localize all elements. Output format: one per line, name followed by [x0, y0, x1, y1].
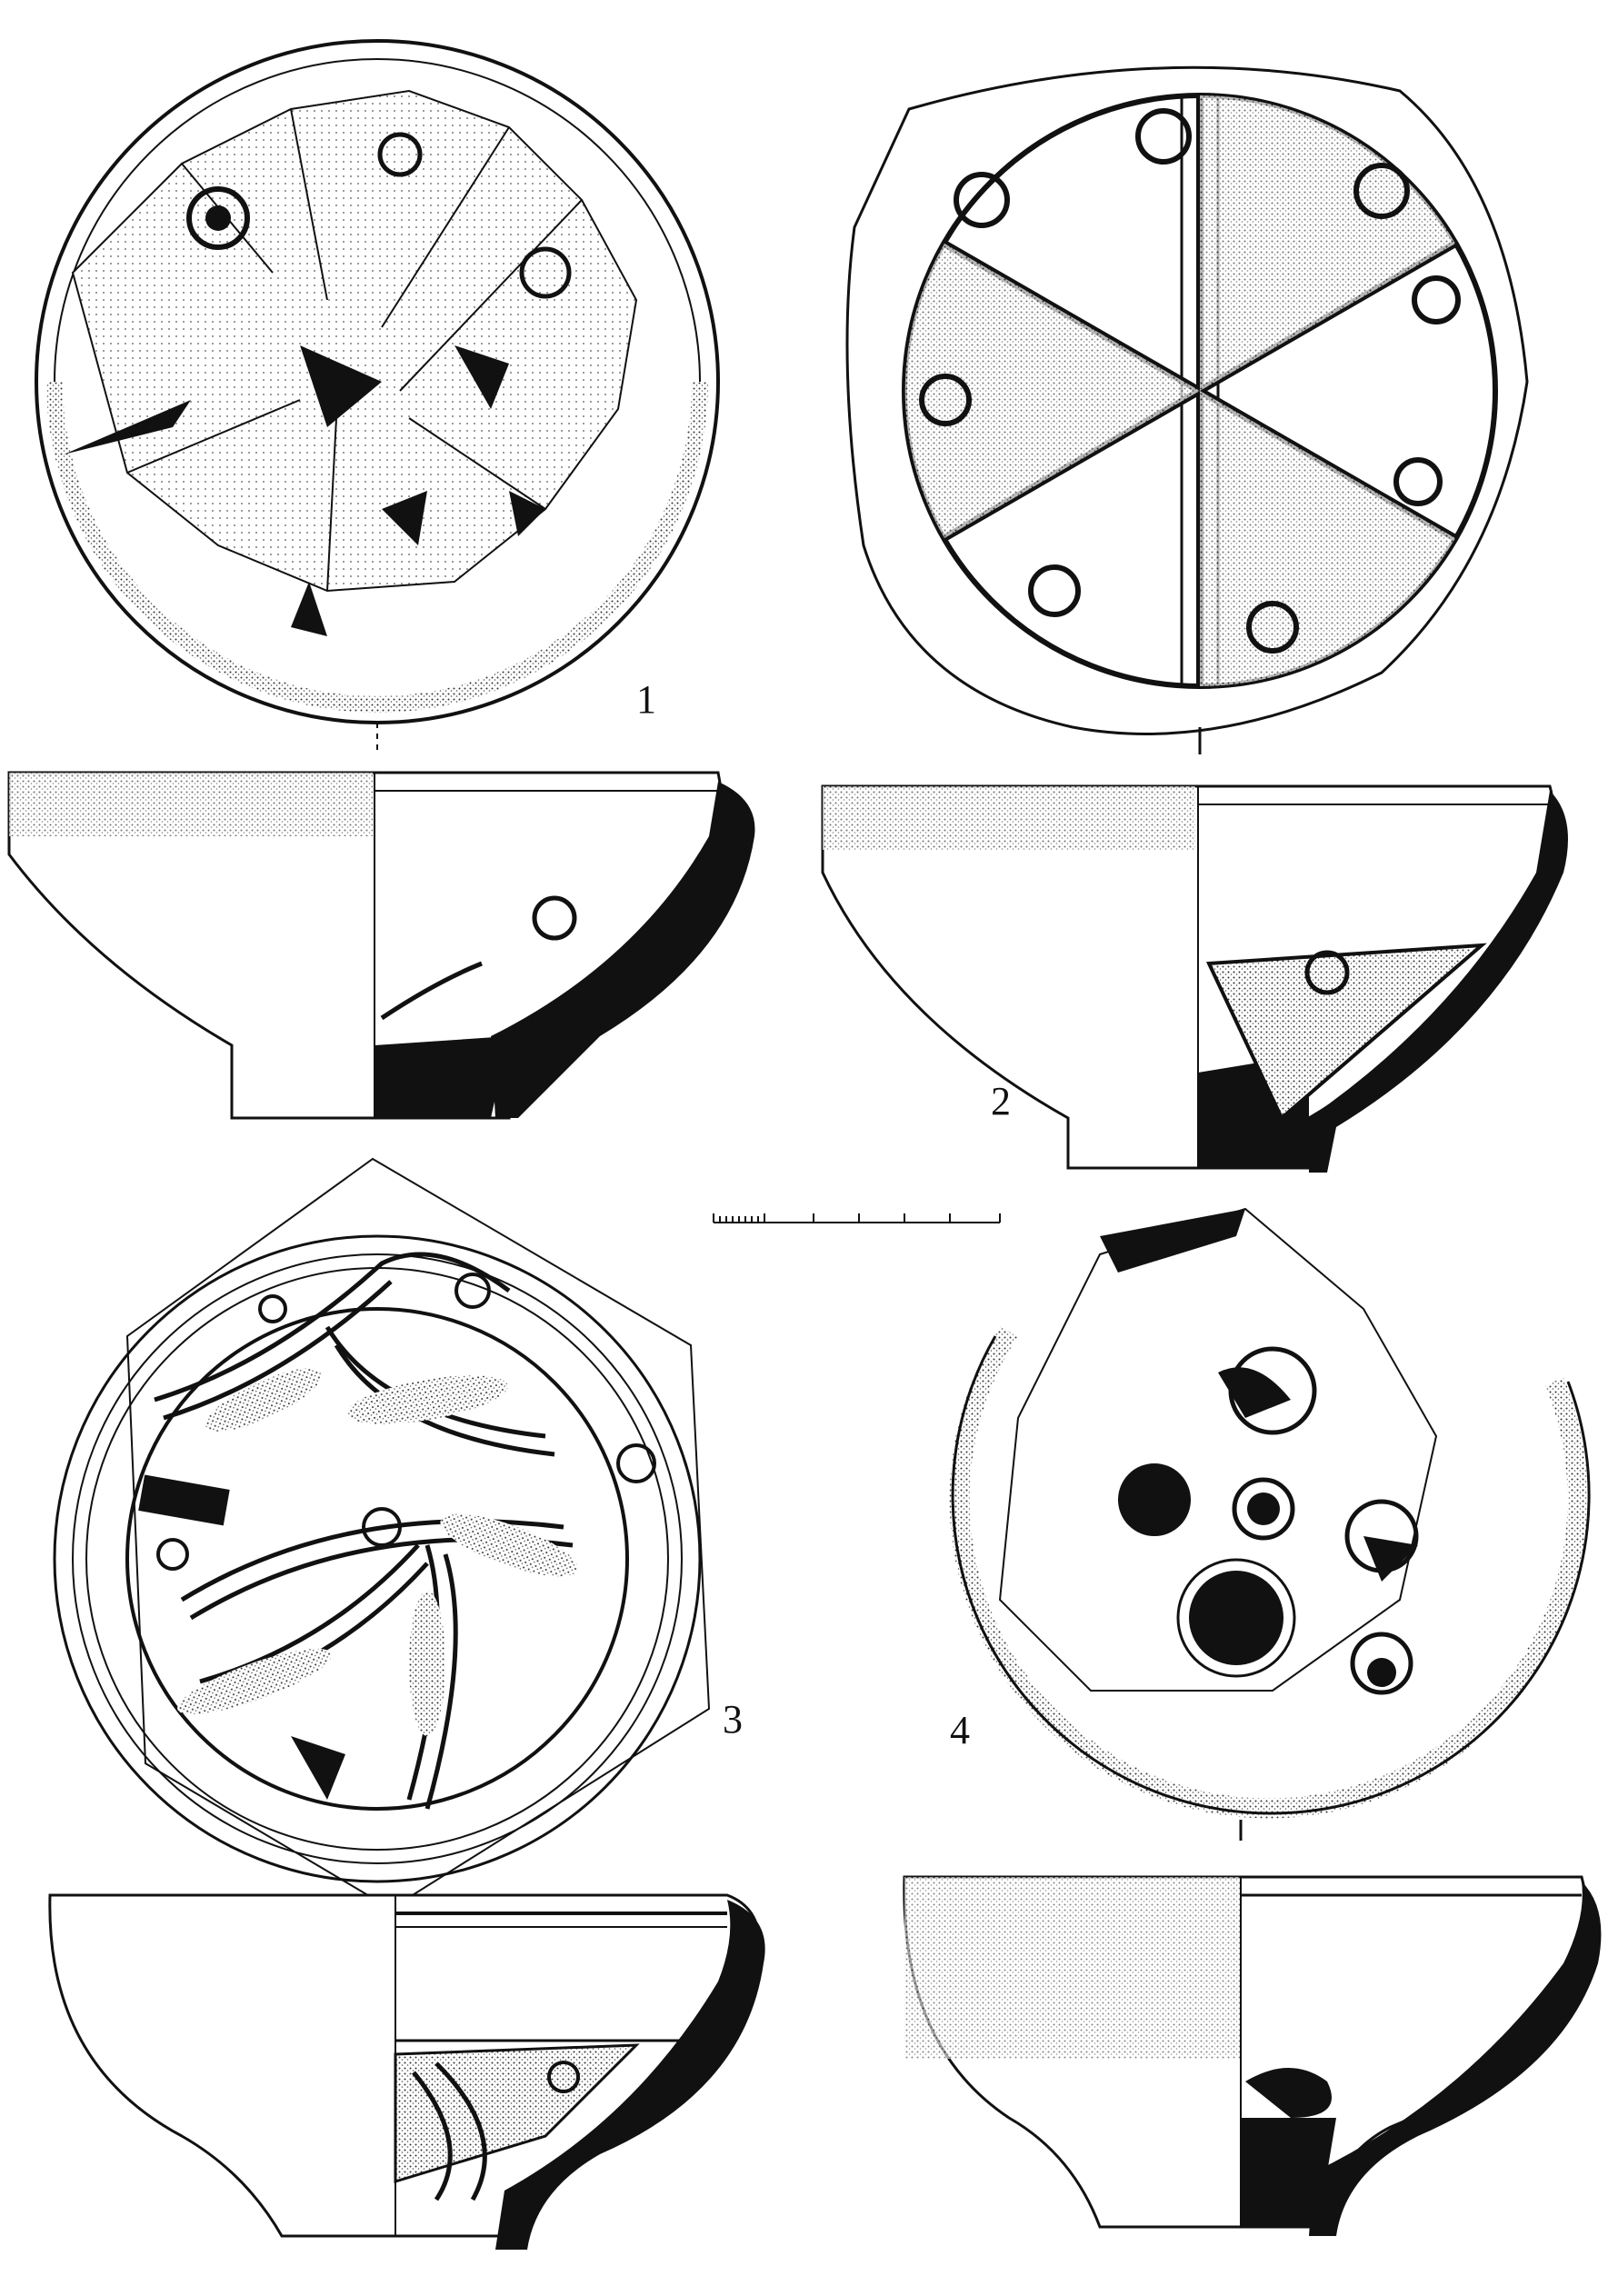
scale-bar: [713, 1213, 1001, 1223]
vessel-4-profile: [903, 1875, 1602, 2236]
vessel-1-top-view: [35, 39, 720, 754]
vessel-4-top-view: [949, 1207, 1591, 1841]
vessel-3-profile: [48, 1893, 765, 2250]
figure-label-3: 3: [723, 1697, 743, 1742]
figure-label-2: 2: [991, 1079, 1011, 1123]
vessel-3-top-view: [53, 1157, 711, 1911]
vessel-2-profile: [821, 784, 1568, 1173]
vessel-1-profile: [7, 771, 755, 1120]
vessel-2-top-view: [845, 65, 1529, 754]
figure-label-4: 4: [950, 1708, 970, 1752]
figure-label-1: 1: [636, 677, 656, 722]
